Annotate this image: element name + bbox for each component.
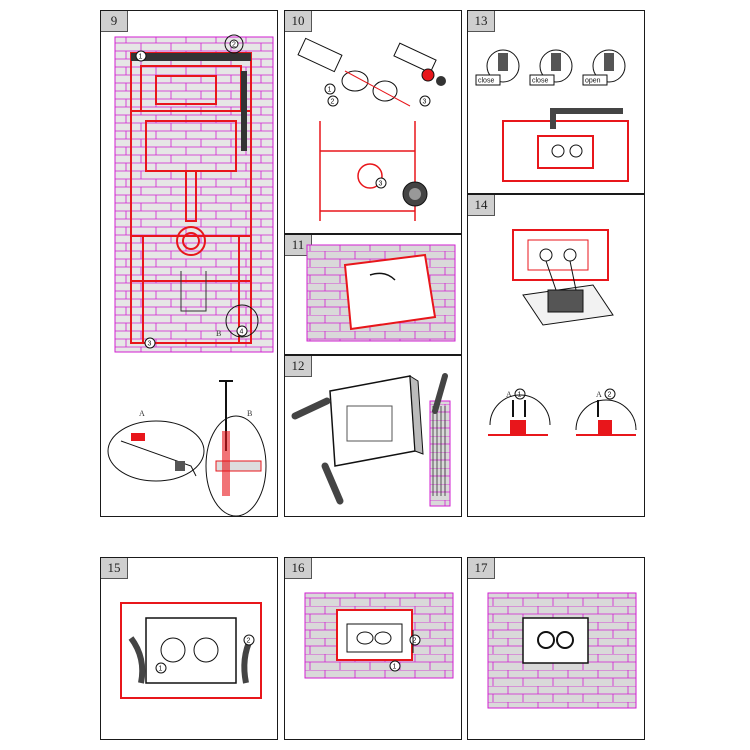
step-number: 17 xyxy=(468,558,495,579)
step-11-panel: 11 xyxy=(284,234,462,355)
step-10-panel: 10 1 2 3 3 xyxy=(284,10,462,234)
svg-text:1: 1 xyxy=(139,54,143,61)
step-14-panel: 14 A 1 A 2 xyxy=(467,194,645,517)
pipe-connection-illustration: 1 2 3 3 xyxy=(297,37,446,221)
side-bracket xyxy=(241,71,247,151)
step-13-panel: 13 close close open xyxy=(467,10,645,194)
svg-text:1: 1 xyxy=(328,87,332,94)
trowel-bottom xyxy=(321,462,344,505)
protective-cover-illustration xyxy=(306,244,456,342)
callout-4-bottom: 4 xyxy=(225,304,259,338)
svg-text:A: A xyxy=(139,409,145,418)
svg-text:1: 1 xyxy=(393,664,397,671)
finished-installation-illustration xyxy=(487,592,637,709)
top-rail xyxy=(131,53,251,61)
callout-3b: 3 xyxy=(375,177,387,189)
svg-text:A: A xyxy=(506,390,512,399)
callout-3-bottom: 3 xyxy=(144,337,156,349)
svg-text:close: close xyxy=(478,78,494,85)
valve-adjust-illustration: close close open xyxy=(475,49,629,182)
svg-text:open: open xyxy=(585,78,601,85)
flush-button-small[interactable] xyxy=(537,631,555,649)
step-number: 13 xyxy=(468,11,495,32)
step-9-panel: 9 1 xyxy=(100,10,278,517)
brick-wall xyxy=(114,36,274,353)
label-b-frame: B xyxy=(216,329,221,338)
svg-text:1: 1 xyxy=(159,666,163,673)
trowel-left xyxy=(291,397,331,420)
cistern-opening xyxy=(502,108,629,182)
svg-text:4: 4 xyxy=(240,329,244,336)
callout-1-top: 1 xyxy=(135,50,147,62)
step-number: 16 xyxy=(285,558,312,579)
valve-close-2: close xyxy=(529,49,573,86)
mounting-plate xyxy=(522,260,614,326)
step-number: 15 xyxy=(101,558,128,579)
actuator-assembly-illustration: A 1 A 2 xyxy=(488,229,637,436)
pipe-parts xyxy=(297,37,446,107)
frame-bracket-illustration: 1 2 xyxy=(120,602,262,699)
lever-left xyxy=(128,636,146,684)
plate-mounting-illustration: 1 2 xyxy=(304,592,454,679)
step-16-panel: 16 1 2 xyxy=(284,557,462,740)
svg-text:2: 2 xyxy=(331,99,335,106)
detail-a-anchor: A xyxy=(107,409,205,482)
step-number: 10 xyxy=(285,11,312,32)
step-15-panel: 15 1 2 xyxy=(100,557,278,740)
step-12-panel: 12 xyxy=(284,355,462,517)
front-cover xyxy=(343,253,437,331)
svg-text:3: 3 xyxy=(423,99,427,106)
cistern-frame xyxy=(512,229,609,281)
svg-text:B: B xyxy=(247,409,252,418)
detail-b-bolt: B xyxy=(205,380,267,516)
valve-open: open xyxy=(582,49,626,86)
svg-text:close: close xyxy=(532,78,548,85)
callout-2: 2 xyxy=(243,634,255,646)
frame-lower-section xyxy=(319,121,416,221)
callout-2: 2 xyxy=(327,95,339,107)
tile-stack xyxy=(429,373,451,507)
step-number: 12 xyxy=(285,356,312,377)
detail-a1: A 1 xyxy=(488,388,551,436)
valve-close-1: close xyxy=(475,49,520,86)
step-17-panel: 17 xyxy=(467,557,645,740)
arrow xyxy=(369,272,396,281)
frame-installation-illustration: 1 2 3 4 B A B xyxy=(107,34,274,516)
wall-finishing-illustration xyxy=(291,373,451,507)
callout-1: 1 xyxy=(155,662,167,674)
svg-text:3: 3 xyxy=(148,341,152,348)
tiled-box xyxy=(329,375,416,467)
callout-1: 1 xyxy=(324,83,336,95)
flush-plate xyxy=(522,617,589,664)
callout-1: 1 xyxy=(389,660,401,672)
svg-text:3: 3 xyxy=(379,181,383,188)
step-number: 9 xyxy=(101,11,128,32)
svg-text:2: 2 xyxy=(232,42,236,49)
svg-text:2: 2 xyxy=(608,392,612,399)
flush-button-large[interactable] xyxy=(556,631,574,649)
svg-text:A: A xyxy=(596,390,602,399)
detail-a2: A 2 xyxy=(575,388,637,436)
callout-2-top: 2 xyxy=(224,34,244,54)
step-number: 14 xyxy=(468,195,495,216)
svg-text:2: 2 xyxy=(247,638,251,645)
callout-2: 2 xyxy=(409,634,421,646)
svg-text:2: 2 xyxy=(413,638,417,645)
callout-3: 3 xyxy=(419,95,431,107)
